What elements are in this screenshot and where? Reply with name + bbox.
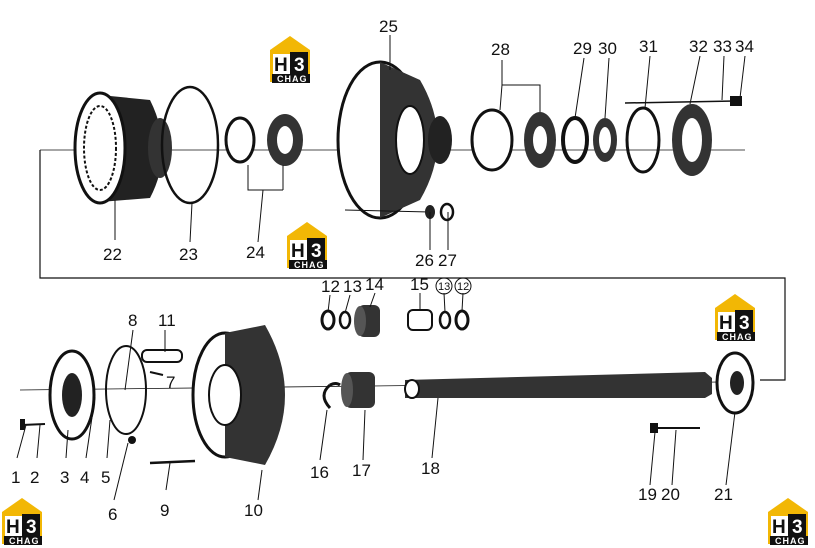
label-25: 25 bbox=[379, 17, 398, 36]
part-22-ring-gear bbox=[73, 91, 172, 205]
part-32-round-nut bbox=[672, 104, 712, 176]
brand-logo-right: H 3 CHAG bbox=[715, 294, 755, 342]
part-18-axle-shaft bbox=[404, 372, 712, 399]
label-21: 21 bbox=[714, 485, 733, 504]
part-25-hub-housing bbox=[336, 60, 452, 220]
svg-text:3: 3 bbox=[792, 517, 803, 538]
part-17-sun-gear bbox=[341, 372, 375, 408]
label-19: 19 bbox=[638, 485, 657, 504]
label-13: 13 bbox=[343, 277, 362, 296]
part-27-washer bbox=[439, 202, 455, 222]
part-11-pin bbox=[141, 349, 183, 363]
svg-text:H: H bbox=[6, 517, 20, 538]
svg-text:CHAG: CHAG bbox=[277, 74, 308, 84]
part-30-seal bbox=[593, 118, 617, 162]
part-24-bearing bbox=[224, 114, 303, 166]
part-16-circlip bbox=[322, 382, 341, 410]
brand-logo-top: H 3 CHAG bbox=[270, 36, 310, 84]
part-3-end-cover bbox=[48, 349, 96, 441]
part-1-screw bbox=[20, 419, 46, 430]
part-21-flange bbox=[715, 351, 755, 415]
svg-text:H: H bbox=[719, 313, 733, 334]
label-23: 23 bbox=[179, 245, 198, 264]
label-30: 30 bbox=[598, 39, 617, 58]
svg-text:CHAG: CHAG bbox=[775, 536, 806, 546]
part-5-gasket bbox=[105, 345, 147, 435]
part-34-bolt bbox=[624, 96, 742, 106]
part-31-lock-washer bbox=[625, 106, 661, 174]
svg-text:3: 3 bbox=[294, 55, 305, 76]
part-15-needle-bearing bbox=[407, 309, 433, 331]
svg-text:CHAG: CHAG bbox=[722, 332, 753, 342]
svg-text:3: 3 bbox=[739, 313, 750, 334]
label-28: 28 bbox=[491, 40, 510, 59]
label-16: 16 bbox=[310, 463, 329, 482]
label-20: 20 bbox=[661, 485, 680, 504]
label-17: 17 bbox=[352, 461, 371, 480]
part-28-bearing bbox=[470, 108, 556, 172]
label-4: 4 bbox=[80, 468, 89, 487]
part-9-bolt bbox=[149, 459, 196, 465]
assembly-connector-line bbox=[39, 150, 786, 381]
part-6-plug bbox=[128, 436, 136, 444]
svg-text:CHAG: CHAG bbox=[9, 536, 40, 546]
callout-labels: 1 2 3 4 5 6 7 8 9 10 11 12 13 14 15 13 1… bbox=[11, 17, 754, 524]
label-31: 31 bbox=[639, 37, 658, 56]
label-10: 10 bbox=[244, 501, 263, 520]
label-34: 34 bbox=[735, 37, 754, 56]
svg-text:H: H bbox=[291, 241, 305, 262]
label-9: 9 bbox=[160, 501, 169, 520]
svg-text:CHAG: CHAG bbox=[294, 260, 325, 270]
label-5: 5 bbox=[101, 468, 110, 487]
label-1: 1 bbox=[11, 468, 20, 487]
label-33: 33 bbox=[713, 37, 732, 56]
part-13-washer bbox=[338, 310, 352, 330]
label-29: 29 bbox=[573, 39, 592, 58]
part-7-pin bbox=[149, 371, 164, 376]
part-10-planet-carrier bbox=[191, 325, 285, 465]
label-13-circled: 13 bbox=[435, 277, 453, 295]
brand-logo-bottom-left: H 3 CHAG bbox=[2, 498, 42, 546]
part-12b-washer bbox=[454, 309, 470, 331]
label-12-circled: 12 bbox=[454, 277, 472, 295]
label-8: 8 bbox=[128, 311, 137, 330]
label-2: 2 bbox=[30, 468, 39, 487]
label-32: 32 bbox=[689, 37, 708, 56]
part-12-washer bbox=[320, 309, 336, 331]
label-6: 6 bbox=[108, 505, 117, 524]
label-11: 11 bbox=[158, 311, 176, 330]
label-15: 15 bbox=[410, 275, 429, 294]
brand-logo-bottom-right: H 3 CHAG bbox=[768, 498, 808, 546]
leader-lines bbox=[16, 35, 746, 501]
label-22: 22 bbox=[103, 245, 122, 264]
part-14-planet-gear bbox=[354, 305, 380, 337]
label-14: 14 bbox=[365, 275, 384, 294]
label-24: 24 bbox=[246, 243, 265, 262]
part-13b-washer bbox=[438, 310, 452, 330]
label-18: 18 bbox=[421, 459, 440, 478]
svg-text:13: 13 bbox=[438, 281, 450, 293]
part-19-bolt bbox=[650, 423, 700, 433]
label-3: 3 bbox=[60, 468, 69, 487]
svg-text:3: 3 bbox=[26, 517, 37, 538]
svg-text:H: H bbox=[274, 55, 288, 76]
svg-text:3: 3 bbox=[311, 241, 322, 262]
part-29-thrust-washer bbox=[561, 116, 589, 164]
label-27: 27 bbox=[438, 251, 457, 270]
label-26: 26 bbox=[415, 251, 434, 270]
label-12: 12 bbox=[321, 277, 340, 296]
label-7: 7 bbox=[166, 373, 175, 392]
svg-text:H: H bbox=[772, 517, 786, 538]
part-23-o-ring bbox=[160, 85, 220, 205]
svg-text:12: 12 bbox=[457, 281, 469, 293]
brand-logo-middle: H 3 CHAG bbox=[287, 222, 327, 270]
